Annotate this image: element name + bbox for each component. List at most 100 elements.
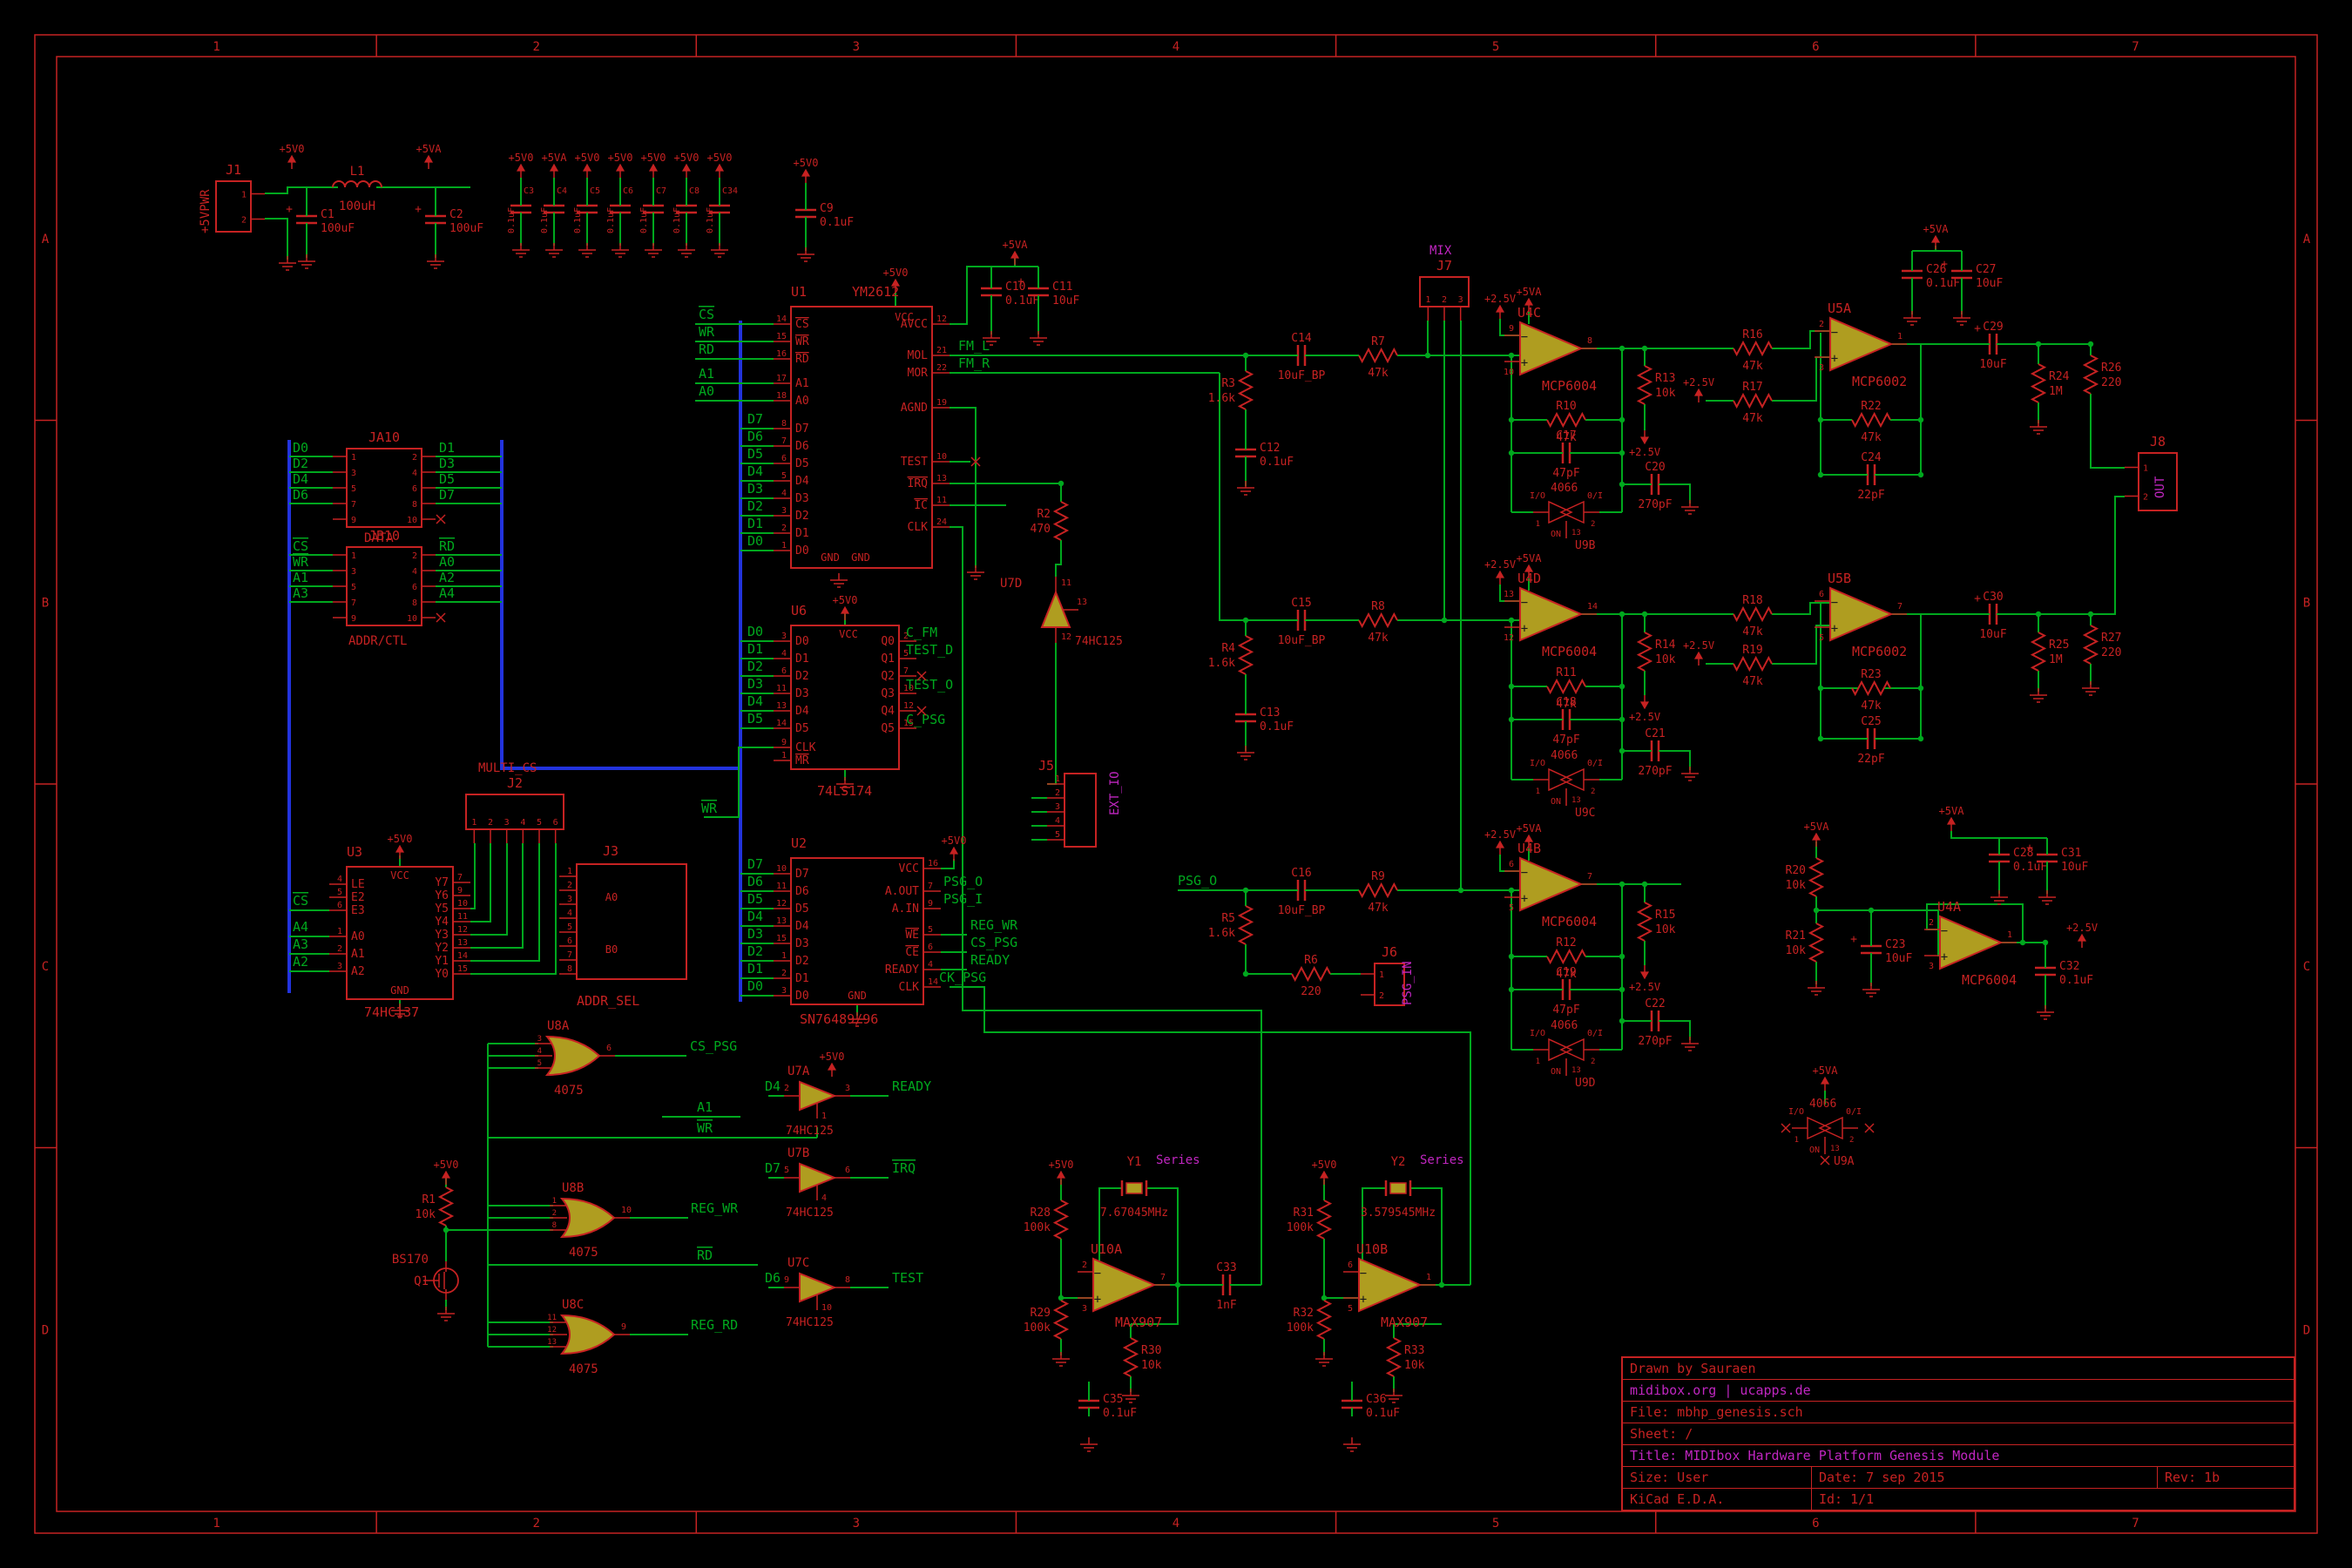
component-C8[interactable]: C80.1uF	[672, 186, 700, 233]
component-C4[interactable]: C40.1uF	[540, 186, 567, 233]
component-Y1[interactable]: Y17.67045MHz	[1100, 1155, 1168, 1220]
component-R3[interactable]: R31.6k	[1208, 370, 1254, 410]
component-C7[interactable]: C70.1uF	[639, 186, 666, 233]
component-C3[interactable]: C30.1uF	[507, 186, 534, 233]
component-C6[interactable]: C60.1uF	[606, 186, 633, 233]
component-R5[interactable]: R51.6k	[1208, 905, 1254, 945]
component-C5[interactable]: C50.1uF	[573, 186, 600, 233]
component-R4[interactable]: R41.6k	[1208, 635, 1254, 675]
component-Y2[interactable]: Y23.579545MHz	[1361, 1155, 1436, 1220]
component-C9[interactable]: C90.1uF	[795, 201, 854, 229]
